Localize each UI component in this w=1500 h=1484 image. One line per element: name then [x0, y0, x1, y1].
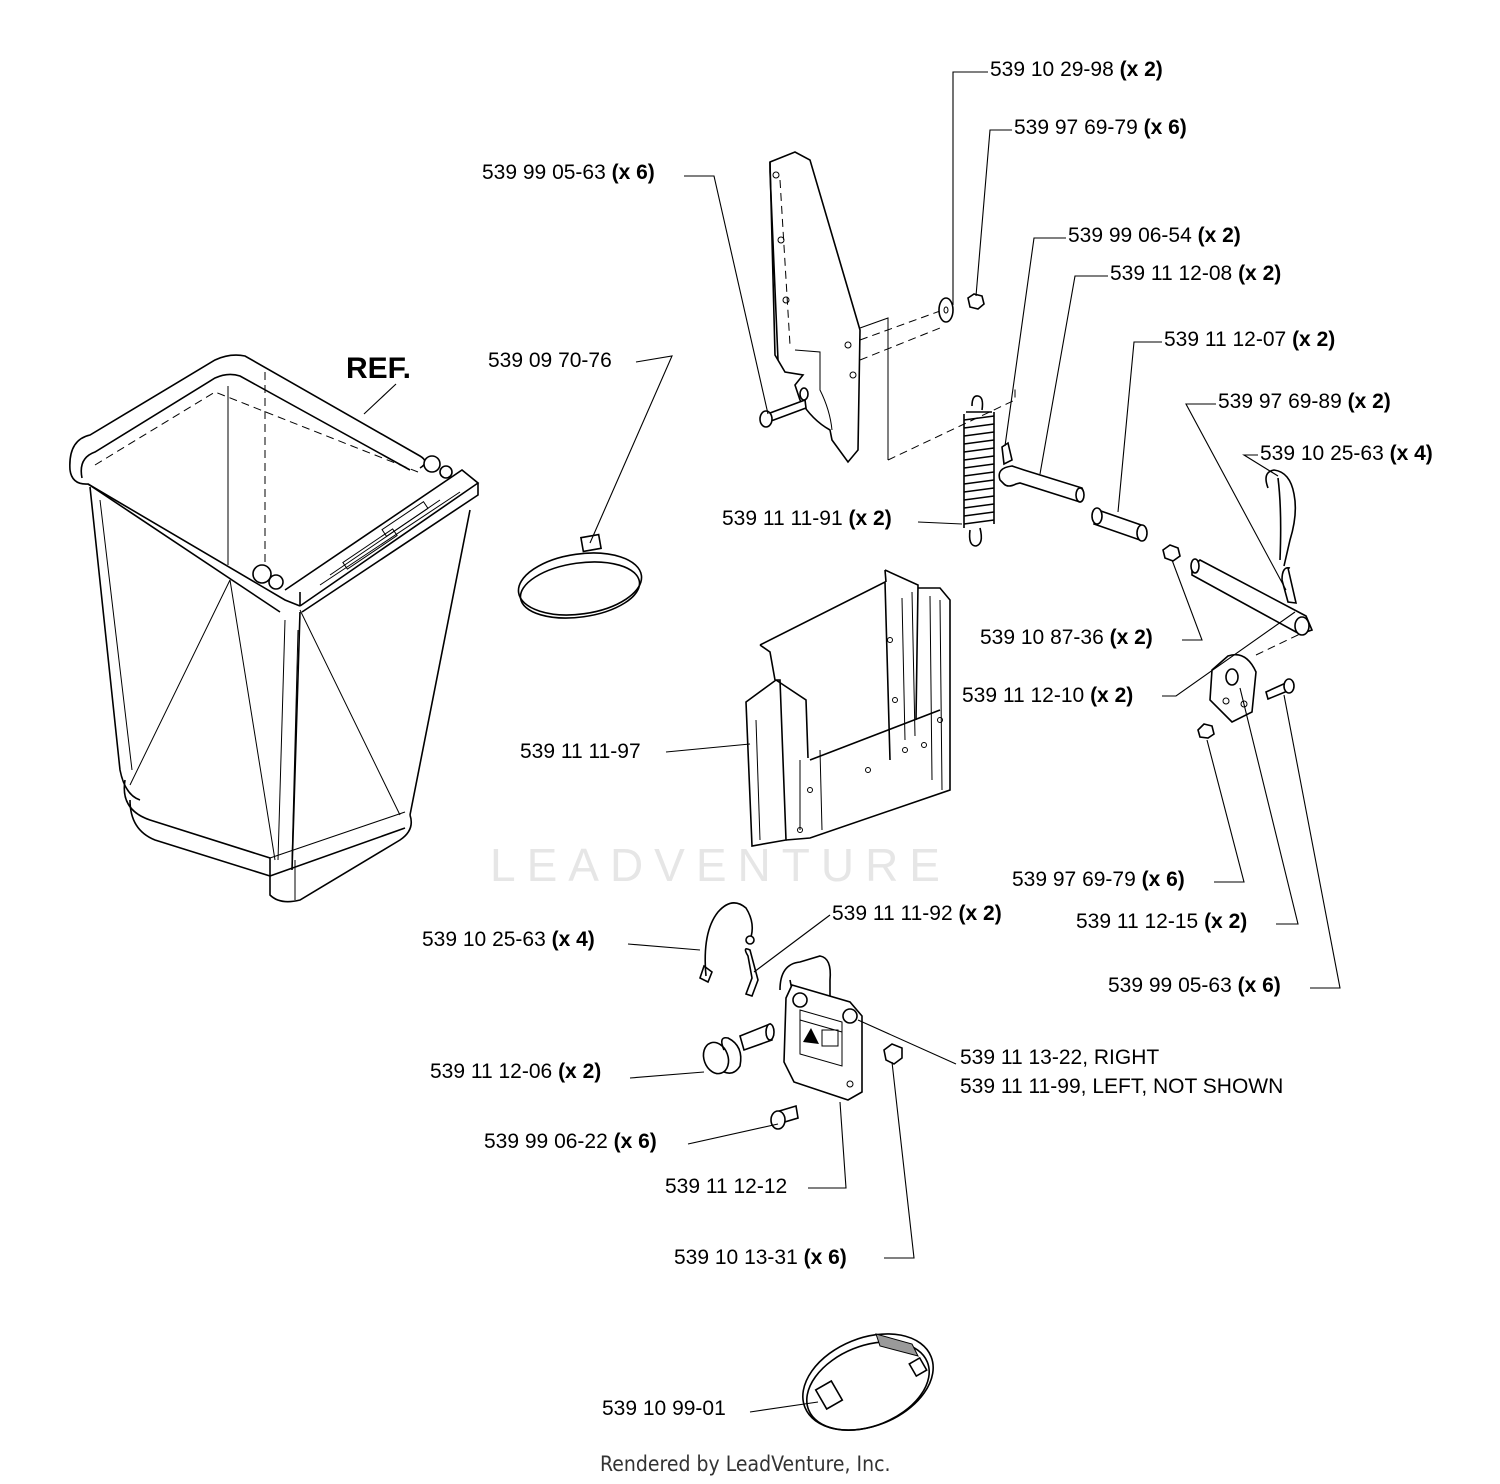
upper-bracket-plate [769, 151, 1016, 464]
callout-c15: 539 11 11-92 (x 2) [832, 902, 1002, 925]
sleeve [1091, 507, 1148, 542]
extension-spring [963, 395, 995, 547]
callout-c3: 539 99 05-63 (x 6) [482, 161, 655, 184]
callout-c2: 539 97 69-79 (x 6) [1014, 116, 1187, 139]
grass-bag-ref [69, 354, 480, 903]
pull-pin [702, 1022, 775, 1075]
callout-c6: 539 11 12-07 (x 2) [1164, 328, 1336, 351]
nut-8736 [1162, 544, 1181, 562]
bolt-lower [770, 1104, 799, 1130]
long-rod [1190, 558, 1314, 636]
callout-c5: 539 11 12-08 (x 2) [1110, 262, 1282, 285]
hose-clamp-lower [802, 1333, 934, 1431]
ref-label: REF. [346, 352, 412, 385]
callout-c9: 539 10 25-63 (x 4) [1260, 442, 1433, 465]
callout-c19: 539 11 13-22, RIGHT [960, 1046, 1160, 1069]
callout-c16: 539 11 12-15 (x 2) [1076, 910, 1248, 933]
hose-clamp-upper [517, 533, 643, 619]
callout-c18: 539 99 05-63 (x 6) [1108, 974, 1281, 997]
bolt-upper [759, 398, 807, 428]
washer-and-nut [938, 293, 985, 323]
footer-credit: Rendered by LeadVenture, Inc. [600, 1452, 891, 1476]
leader-lines [363, 71, 1341, 1413]
hairpin-and-lanyard-upper [1265, 469, 1298, 604]
lanyard-lower [699, 902, 755, 984]
callout-c24: 539 10 13-31 (x 6) [674, 1246, 847, 1269]
callout-c17: 539 10 25-63 (x 4) [422, 928, 595, 951]
bolt-right [1265, 678, 1295, 701]
callout-c8: 539 97 69-89 (x 2) [1218, 390, 1391, 413]
hairpin-lower [744, 948, 759, 998]
callout-c25: 539 10 99-01 [602, 1397, 726, 1420]
callout-c4: 539 99 06-54 (x 2) [1068, 224, 1241, 247]
l-pin [998, 465, 1085, 503]
watermark: LEADVENTURE [490, 839, 951, 891]
callout-c14: 539 97 69-79 (x 6) [1012, 868, 1185, 891]
nut-right [1197, 723, 1215, 739]
callout-c21: 539 11 12-06 (x 2) [430, 1060, 602, 1083]
latch-plate [779, 955, 863, 1101]
cotter-pin-small [1001, 441, 1013, 466]
callout-c1: 539 10 29-98 (x 2) [990, 58, 1163, 81]
callout-c10: 539 11 11-91 (x 2) [722, 507, 892, 530]
callout-c7: 539 09 70-76 [488, 349, 612, 372]
callout-c23: 539 11 12-12 [665, 1175, 788, 1198]
mount-frame [745, 569, 951, 847]
callout-c13: 539 11 11-97 [520, 740, 641, 763]
callout-c12: 539 11 12-10 (x 2) [962, 684, 1134, 707]
callout-c20: 539 11 11-99, LEFT, NOT SHOWN [960, 1075, 1284, 1098]
callout-c22: 539 99 06-22 (x 6) [484, 1130, 657, 1153]
callout-c11: 539 10 87-36 (x 2) [980, 626, 1153, 649]
nut-lower [883, 1043, 903, 1065]
